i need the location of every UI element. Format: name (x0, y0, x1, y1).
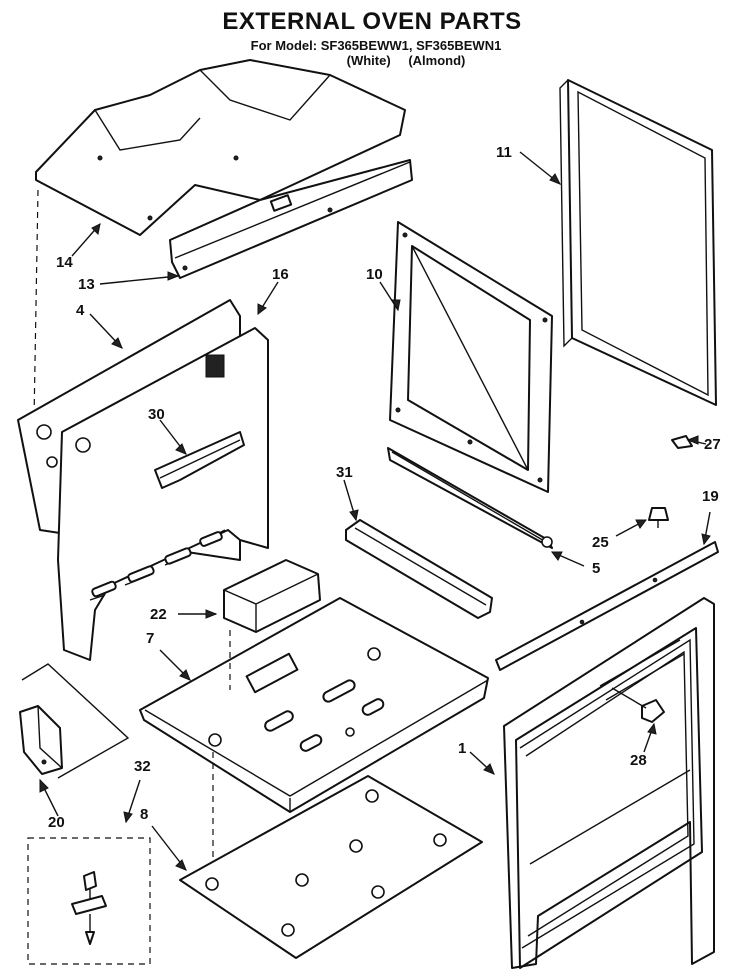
callout-8: 8 (140, 806, 149, 823)
part-30-side-bracket (154, 431, 245, 489)
part-13-front-rail (169, 159, 413, 279)
part-11-door-panel (559, 79, 717, 406)
part-20-bracket (19, 705, 63, 775)
part-32-hardware-kit (27, 837, 151, 965)
part-25-screw (648, 507, 669, 528)
callout-10: 10 (366, 266, 383, 283)
part-31-channel (345, 519, 493, 619)
part-10-window-frame (389, 221, 553, 493)
color-white: (White) (346, 53, 391, 68)
part-27-clip (671, 435, 693, 449)
callout-30: 30 (148, 406, 165, 423)
part-28-clip (611, 687, 665, 723)
part-14-top-cover (35, 59, 406, 236)
callout-16: 16 (272, 266, 289, 283)
model-line: For Model: SF365BEWW1, SF365BEWN1 (250, 38, 502, 53)
callout-25: 25 (592, 534, 609, 551)
callout-27: 27 (704, 436, 721, 453)
callout-14: 14 (56, 254, 73, 271)
callout-20: 20 (48, 814, 65, 831)
callout-19: 19 (702, 488, 719, 505)
part-22-cover-block (223, 559, 321, 633)
diagram-title: EXTERNAL OVEN PARTS (222, 8, 522, 35)
callout-4: 4 (76, 302, 85, 319)
part-5-hinge-bar (387, 447, 553, 549)
callout-11: 11 (496, 144, 512, 161)
part-7-bottom-panel (139, 597, 489, 813)
part-1-front-frame (503, 597, 715, 969)
callout-7: 7 (146, 630, 155, 647)
callout-32: 32 (134, 758, 151, 775)
diagram-header: EXTERNAL OVEN PARTS For Model: SF365BEWW… (0, 8, 752, 68)
callout-5: 5 (592, 560, 601, 577)
callout-31: 31 (336, 464, 353, 481)
callout-22: 22 (150, 606, 167, 623)
callout-13: 13 (78, 276, 95, 293)
part-19-top-strip (495, 541, 719, 671)
plate-left (21, 663, 130, 779)
part-8-base-panel (179, 775, 483, 959)
color-almond: (Almond) (408, 53, 466, 68)
part-16-side-panel-inner (57, 327, 269, 661)
leader-lines (39, 151, 711, 871)
color-variants: (White) (Almond) (0, 53, 752, 68)
callout-28: 28 (630, 752, 647, 769)
callout-1: 1 (458, 740, 467, 757)
